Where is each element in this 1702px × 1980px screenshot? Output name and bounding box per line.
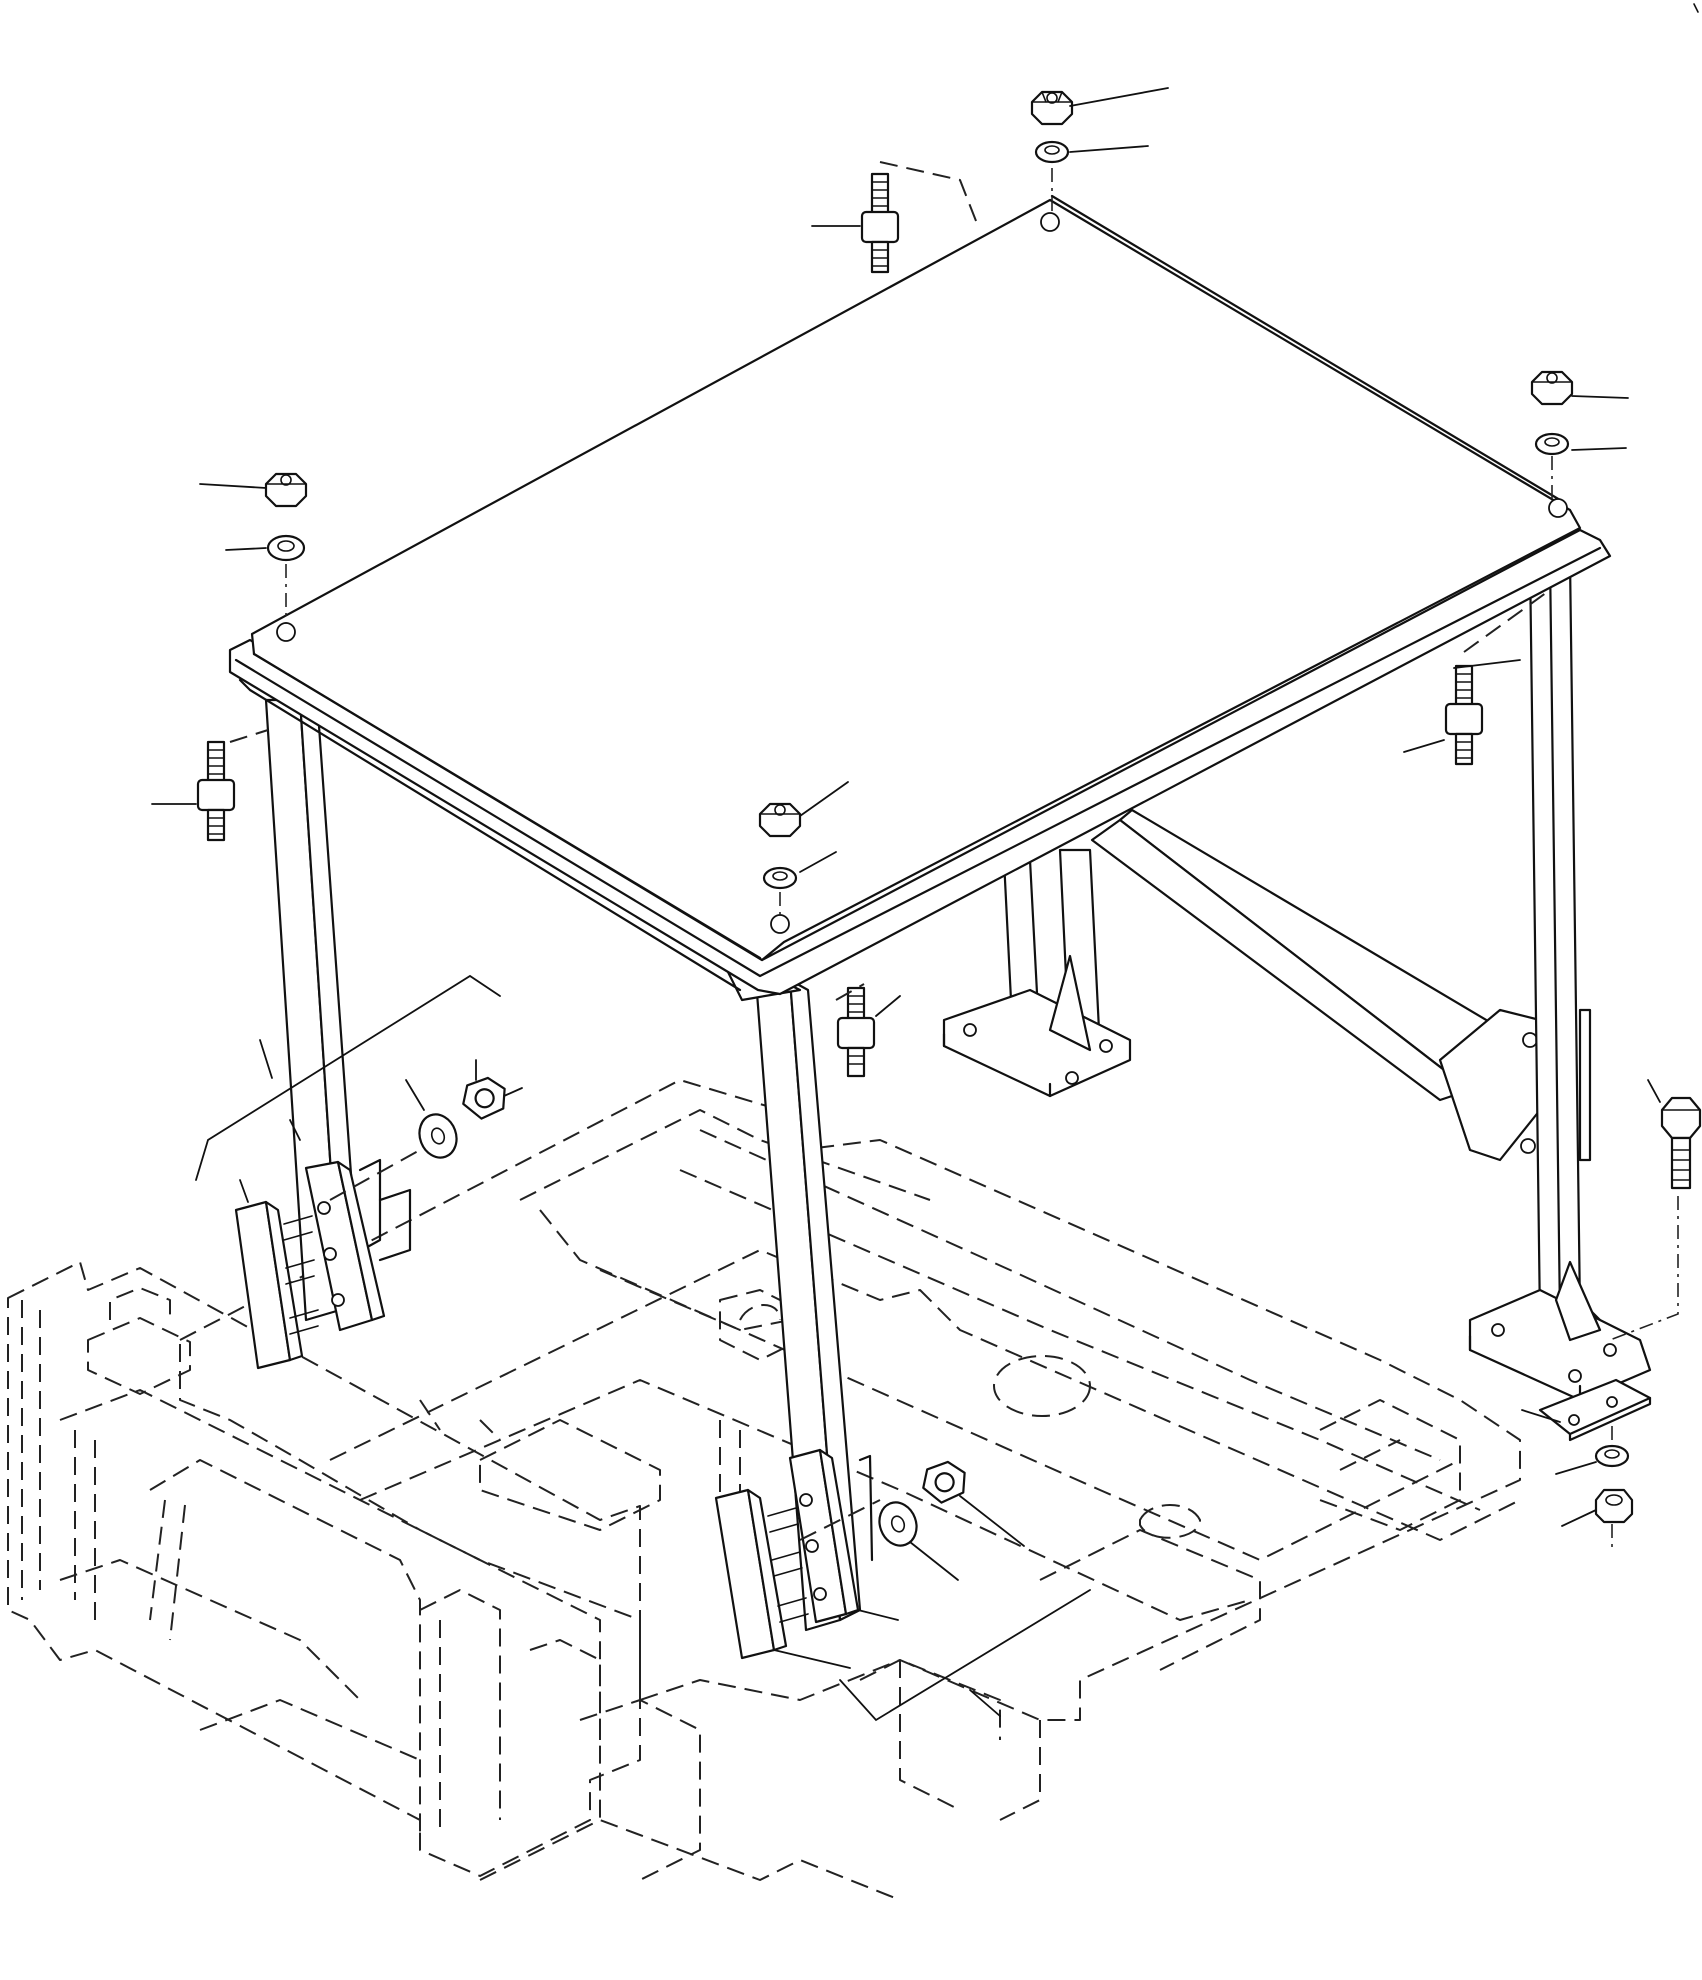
leader-lines <box>151 87 1661 1722</box>
clamp-bolt-left <box>283 1201 345 1335</box>
clamp-plate-right <box>714 1448 860 1660</box>
clamp-bolt-right <box>767 1493 827 1623</box>
flat-washer <box>418 1113 918 1547</box>
lock-washer <box>266 140 1630 1468</box>
shim-plate <box>1538 1378 1652 1442</box>
corner-mark <box>1693 3 1699 13</box>
hex-bolt <box>1660 1096 1702 1190</box>
isolator-stud <box>196 172 1484 1078</box>
rops-frame-leg-rear-left <box>942 848 1132 1098</box>
centerlines <box>229 161 1679 1548</box>
hex-nut <box>264 90 1634 1524</box>
clamp-plate-left <box>234 1160 386 1370</box>
cross-brace <box>1090 808 1542 1162</box>
canopy-roof-panel <box>228 194 1612 996</box>
machine-frame-phantom <box>7 1079 1521 1901</box>
rops-frame-leg-rear-right <box>1468 558 1652 1402</box>
